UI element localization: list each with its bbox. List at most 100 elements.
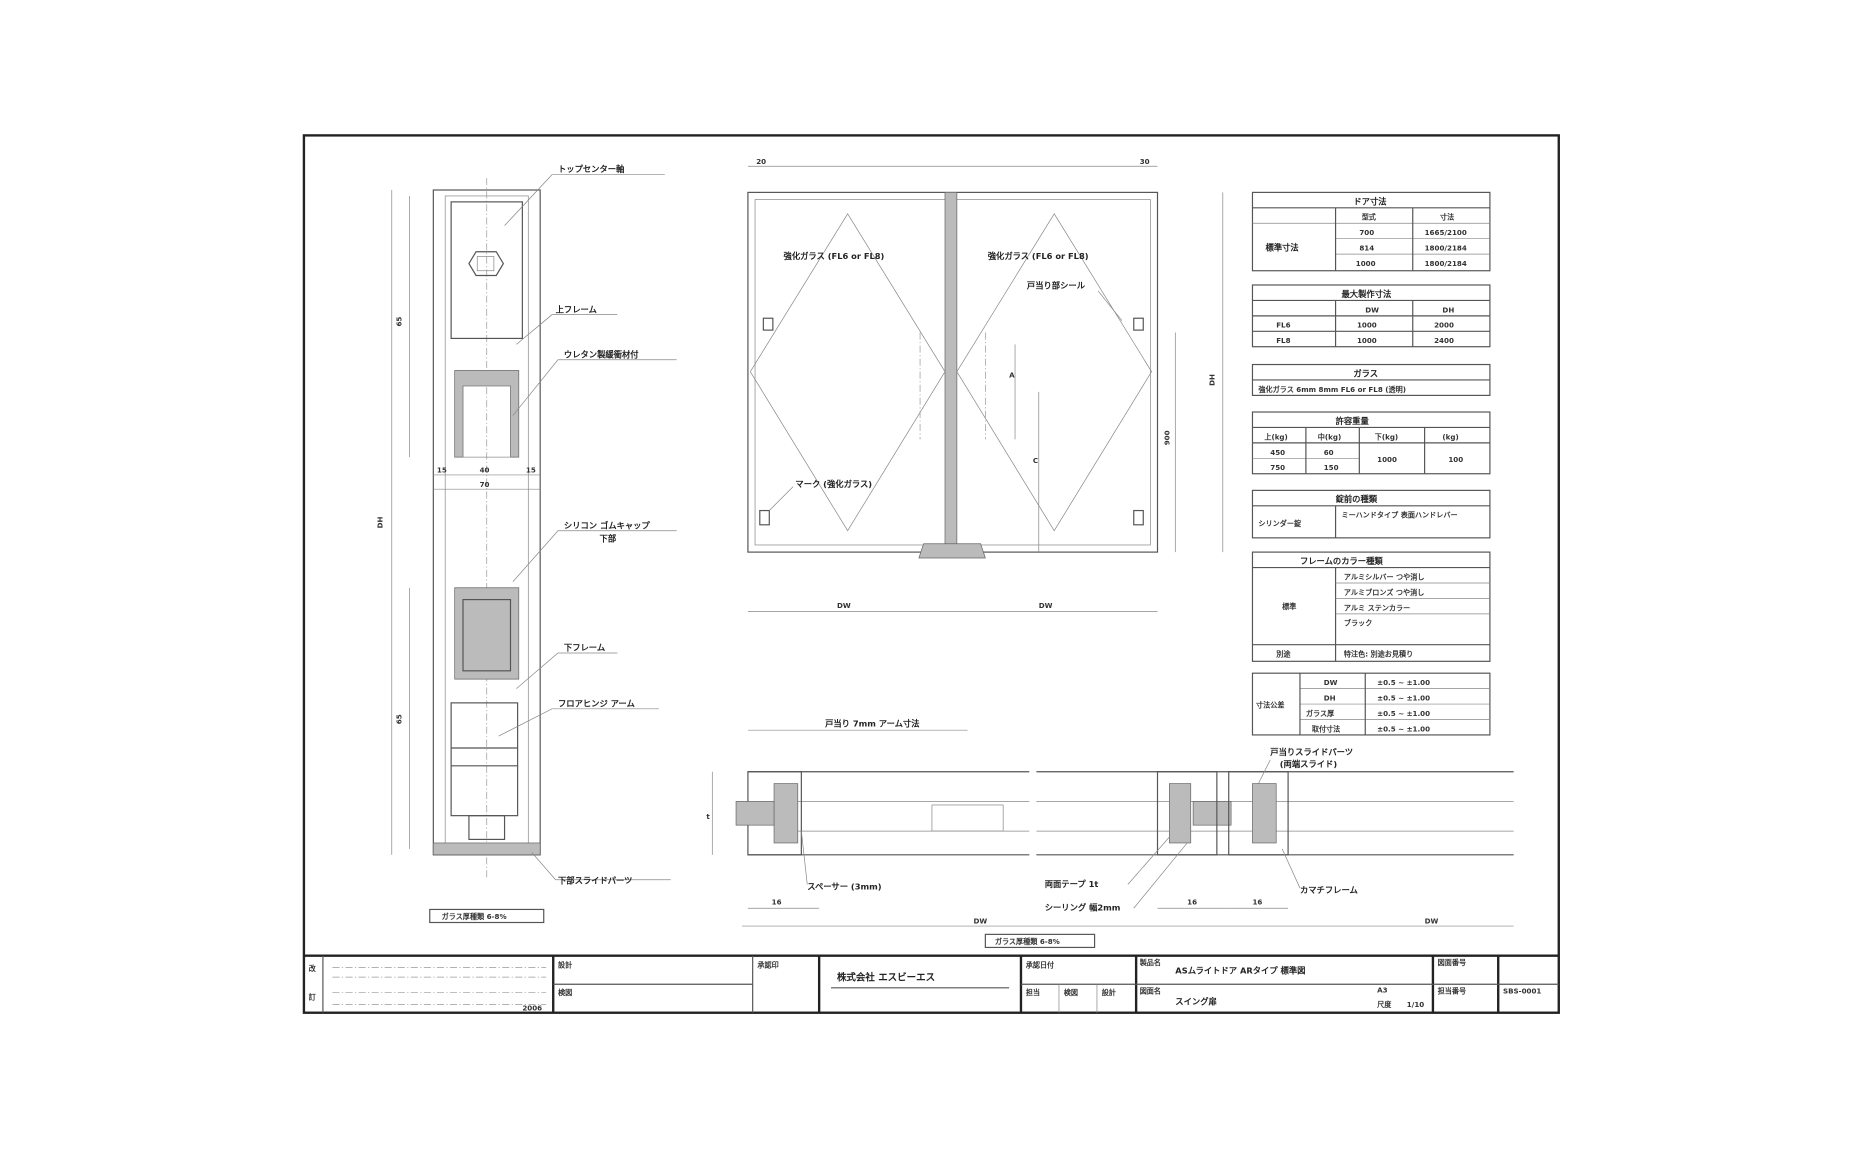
door-size-cell: 814	[1359, 244, 1374, 253]
rev-mark: 訂	[309, 993, 316, 1002]
glass-left-label: 強化ガラス (FL6 or FL8)	[784, 251, 885, 261]
tolerance-cell: ±0.5 ~ ±1.00	[1377, 709, 1430, 718]
weight-cell: 450	[1270, 448, 1285, 457]
tolerance-cell: ±0.5 ~ ±1.00	[1377, 678, 1430, 687]
cylinder-label: シリンダー錠	[1258, 519, 1302, 528]
tolerance-cell: 取付寸法	[1312, 724, 1340, 733]
scale-value: 1/10	[1407, 1000, 1424, 1009]
cylinder-value: ミーハンドタイプ 表面ハンドレバー	[1342, 511, 1458, 520]
plan-label-frame: カマチフレーム	[1300, 885, 1358, 895]
plan-dim: 16	[1252, 898, 1262, 907]
approval-label: 承認日付	[1026, 961, 1054, 970]
sub-head: 設計	[1102, 988, 1116, 997]
weight-cell: 1000	[1377, 455, 1397, 464]
max-size-cell: 2000	[1434, 321, 1454, 330]
tolerance-cell: ±0.5 ~ ±1.00	[1377, 724, 1430, 733]
glass-row: 強化ガラス 6mm 8mm FL6 or FL8 (透明)	[1258, 385, 1406, 394]
date-label: 承認印	[757, 961, 778, 970]
table-door-size-title: ドア寸法	[1353, 196, 1387, 206]
brush-seal-icon	[735, 801, 1232, 826]
frame-color-item: アルミ ステンカラー	[1344, 603, 1410, 612]
title-block: 改 訂 2006 設計 検図 承認印 株式会社 エスビーエス 承認日付 担当 検…	[303, 954, 1559, 1013]
tolerance-cell: DH	[1324, 693, 1336, 702]
dim-a: A	[1009, 371, 1015, 380]
door-size-head: 型式	[1362, 213, 1377, 222]
label-bottom-slide: 下部スライドパーツ	[558, 875, 633, 885]
table-glass-title: ガラス	[1353, 368, 1378, 378]
staff-no-label: 担当番号	[1438, 987, 1466, 996]
tolerance-cell: ガラス厚	[1306, 709, 1334, 718]
label-top-pivot: トップセンター軸	[558, 164, 624, 174]
door-size-cell: 1665/2100	[1425, 228, 1467, 237]
weight-cell: 150	[1324, 463, 1339, 472]
dim-w4: 70	[480, 480, 490, 489]
dim-900: 900	[1162, 430, 1171, 445]
label-floor-hinge-arm: フロアヒンジ アーム	[558, 698, 635, 708]
frame-color-item: アルミシルバー つや消し	[1344, 572, 1425, 581]
company-name: 株式会社 エスビーエス	[837, 972, 935, 984]
pivot-nut-icon	[468, 251, 505, 277]
max-size-cell: 2400	[1434, 336, 1454, 345]
seal-label: 戸当り部シール	[1027, 281, 1086, 291]
table-cylinder-title: 錠前の種類	[1336, 494, 1378, 504]
door-size-cell: 1800/2184	[1425, 259, 1467, 268]
dim-height: DH	[375, 516, 384, 528]
frame-color-item: ブラック	[1344, 619, 1372, 628]
weight-head: 中(kg)	[1318, 432, 1341, 441]
drawn-label: 設計	[558, 961, 572, 970]
checked-label: 検図	[558, 988, 572, 997]
tolerance-cell: DW	[1324, 678, 1338, 687]
weight-cell: 750	[1270, 463, 1285, 472]
plan-label-0: 戸当り 7mm アーム寸法	[825, 719, 920, 729]
product-name-label: 製品名	[1139, 958, 1161, 967]
plan-view: 戸当り 7mm アーム寸法 スペーサー (3mm) 両面テープ 1t シーリング…	[706, 719, 1514, 949]
weight-head: (kg)	[1442, 432, 1458, 441]
frame-other-value: 特注色: 別途お見積り	[1344, 650, 1413, 659]
section-view: DH 65 65 15 40 15 70 トップセンター軸 上フレーム ウレタン…	[375, 164, 677, 924]
drawing-no-label: 図面番号	[1438, 958, 1466, 967]
glass-right-label: 強化ガラス (FL6 or FL8)	[988, 251, 1089, 261]
plan-dim: 16	[772, 898, 782, 907]
rev-mark: 改	[309, 964, 317, 973]
table-weight-title: 許容重量	[1336, 416, 1370, 426]
section-caption: ガラス厚種類 6-8%	[442, 912, 507, 921]
bottom-note: 2006	[522, 1003, 542, 1012]
tolerance-cell: ±0.5 ~ ±1.00	[1377, 693, 1430, 702]
sub-head: 検図	[1064, 988, 1078, 997]
door-size-head: 寸法	[1440, 213, 1454, 222]
max-size-head: DW	[1365, 305, 1379, 314]
sheet-border	[302, 134, 1560, 1014]
dim-30: 30	[1140, 157, 1150, 166]
weight-head: 下(kg)	[1375, 432, 1398, 441]
weight-cell: 100	[1448, 455, 1463, 464]
door-size-row-label: 標準寸法	[1266, 243, 1300, 253]
max-size-cell: 1000	[1357, 321, 1377, 330]
label-top-frame: 上フレーム	[556, 304, 597, 314]
plan-label-sealing: シーリング 幅2mm	[1045, 903, 1121, 913]
table-frame-title: フレームのカラー種類	[1300, 556, 1383, 566]
dim-w1: 15	[437, 466, 447, 475]
plan-caption: ガラス厚種類 6-8%	[995, 937, 1060, 946]
frame-color-item: アルミブロンズ つや消し	[1344, 588, 1424, 597]
frame-standard-label: 標準	[1282, 602, 1296, 611]
sub-head: 担当	[1026, 988, 1040, 997]
max-size-cell: FL8	[1276, 336, 1290, 345]
dim-dh: DH	[1207, 374, 1216, 386]
dim-dw-left: DW	[837, 601, 851, 610]
drawing-no: SBS-0001	[1503, 987, 1541, 996]
dim-top: 65	[394, 317, 403, 327]
weight-cell: 60	[1324, 448, 1334, 457]
dim-c: C	[1033, 456, 1038, 465]
plan-dim: t	[706, 812, 710, 821]
label-bottom-frame: 下フレーム	[564, 643, 605, 653]
door-size-cell: 1000	[1356, 259, 1376, 268]
label-lower: 下部	[600, 533, 617, 543]
scale-label: 尺度	[1377, 1000, 1392, 1009]
plan-label-tape: 両面テープ 1t	[1045, 879, 1099, 889]
product-name: ASムライトドア ARタイプ 標準図	[1175, 966, 1305, 976]
max-size-head: DH	[1442, 305, 1454, 314]
plan-label-slide-sub: (両端スライド)	[1280, 759, 1338, 769]
frame-other-label: 別途	[1275, 650, 1291, 659]
plan-label-slide: 戸当りスライドパーツ	[1270, 747, 1353, 757]
plan-dim: 16	[1187, 898, 1197, 907]
